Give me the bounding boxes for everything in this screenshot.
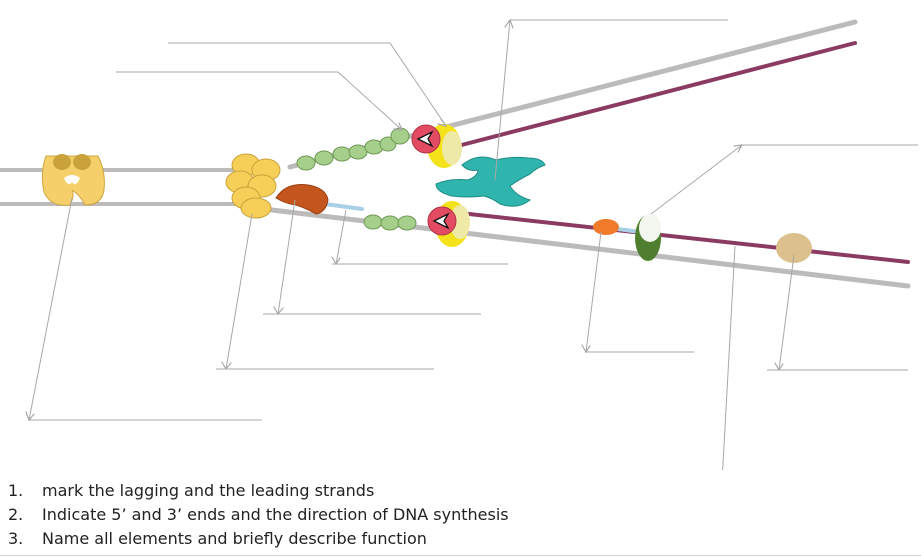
polymerase-active-site: [416, 130, 434, 148]
ssb-protein: [332, 146, 352, 162]
tan-enzyme: [776, 233, 812, 263]
ssb-protein: [390, 127, 410, 145]
helicase: [225, 153, 281, 219]
polymerase-pale-ring: [442, 131, 462, 165]
instruction-text: Indicate 5’ and 3’ ends and the directio…: [42, 505, 509, 524]
instruction-number: 1.: [8, 481, 24, 500]
leader-line: [494, 19, 511, 181]
arrowhead: [221, 361, 232, 371]
leader-line: [585, 231, 602, 353]
leader-line: [389, 42, 447, 127]
leader-arrowheads: [25, 18, 784, 422]
instruction-text: Name all elements and briefly describe f…: [42, 529, 427, 548]
helicase-subunit: [240, 197, 272, 219]
arrowhead: [504, 18, 514, 29]
arrowhead: [437, 118, 448, 127]
arrowhead: [331, 256, 341, 266]
replication-fork-diagram: [0, 18, 918, 470]
leading-new-strand: [448, 41, 857, 150]
green-enzyme: [635, 214, 661, 261]
arrowhead: [273, 306, 284, 316]
dna-polymerase-lagging: [427, 201, 470, 247]
topoisomerase: [41, 154, 105, 206]
leader-line: [722, 245, 736, 470]
leader-line: [225, 213, 253, 370]
leader-line: [335, 209, 347, 265]
instruction-item: 1. mark the lagging and the leading stran…: [8, 479, 509, 503]
instruction-item: 3. Name all elements and briefly describe…: [8, 527, 509, 551]
ssb-proteins-lower: [363, 214, 417, 231]
leader-line: [277, 199, 296, 315]
rna-primer-segment: [323, 202, 364, 211]
arrowhead: [774, 362, 784, 372]
ssb-protein: [363, 214, 383, 230]
orange-enzyme: [593, 219, 619, 235]
instruction-item: 2. Indicate 5’ and 3’ ends and the direct…: [8, 503, 509, 527]
polymerase-active-site: [432, 212, 450, 230]
arrowhead: [733, 144, 744, 153]
ssb-protein: [296, 155, 316, 171]
leader-line: [28, 197, 73, 421]
arrowhead: [25, 411, 35, 422]
ssb-protein: [314, 150, 334, 166]
topoisomerase-lobe: [53, 154, 71, 170]
lagging-new-strand: [458, 211, 910, 264]
ssb-proteins-upper: [296, 127, 410, 171]
clamp-loader: [435, 156, 546, 207]
dna-polymerase-leading: [411, 124, 462, 168]
leader-line: [337, 71, 403, 131]
label-blanks: [28, 19, 918, 470]
topoisomerase-lobe: [73, 154, 91, 170]
instruction-text: mark the lagging and the leading strands: [42, 481, 375, 500]
bottom-divider: [0, 555, 921, 556]
leader-line: [650, 144, 743, 215]
leader-line: [778, 254, 795, 371]
instruction-number: 3.: [8, 529, 24, 548]
ssb-protein: [348, 144, 368, 160]
instruction-number: 2.: [8, 505, 24, 524]
ssb-protein: [380, 215, 400, 231]
arrowhead: [581, 344, 591, 354]
arrowhead: [393, 122, 403, 131]
topoisomerase-hole: [64, 175, 80, 185]
ssb-protein: [397, 215, 417, 231]
polymerase-pale-ring: [450, 205, 470, 239]
green-enzyme-highlight: [639, 214, 661, 242]
instructions-list: 1. mark the lagging and the leading stran…: [8, 479, 509, 551]
